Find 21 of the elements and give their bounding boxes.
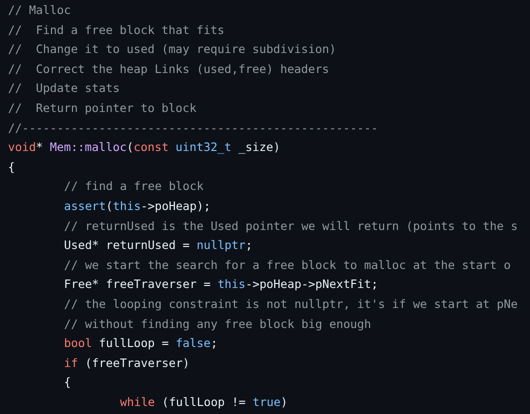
code-comment: // we start the search for a free block to malloc at the start o: [64, 256, 511, 274]
code-comment: // without finding any free block big enough: [64, 316, 372, 332]
code-line: {: [64, 374, 71, 392]
code-line: {: [8, 158, 15, 176]
code-comment: // Change it to used (may require subdivision): [8, 41, 336, 58]
code-comment: // Update stats: [8, 80, 120, 98]
code-comment: //---------------------------------------------------: [8, 120, 378, 137]
code-line: Free* freeTraverser = this->poHeap->pNextFit;: [64, 276, 378, 294]
code-line: assert(this->poHeap);: [64, 198, 211, 215]
code-line: if (freeTraverser): [64, 354, 190, 372]
code-line: void* Mem::malloc(const uint32_t _size): [8, 139, 280, 156]
code-comment: // returnUsed is the Used pointer we will return (points to the s: [64, 218, 518, 235]
code-line: Used* returnUsed = nullptr;: [64, 237, 252, 254]
code-comment: // the looping constraint is not nullptr, it's if we start at pNe: [64, 296, 518, 313]
code-line: while (fullLoop != true): [120, 394, 288, 411]
code-comment: // Find a free block that fits: [8, 22, 224, 39]
code-comment: // find a free block: [64, 178, 204, 196]
code-comment: // Correct the heap Links (used,free) headers: [8, 60, 330, 78]
code-line: bool fullLoop = false;: [64, 335, 218, 352]
code-comment: // Return pointer to block: [8, 100, 196, 117]
code-comment: // Malloc: [8, 2, 71, 19]
